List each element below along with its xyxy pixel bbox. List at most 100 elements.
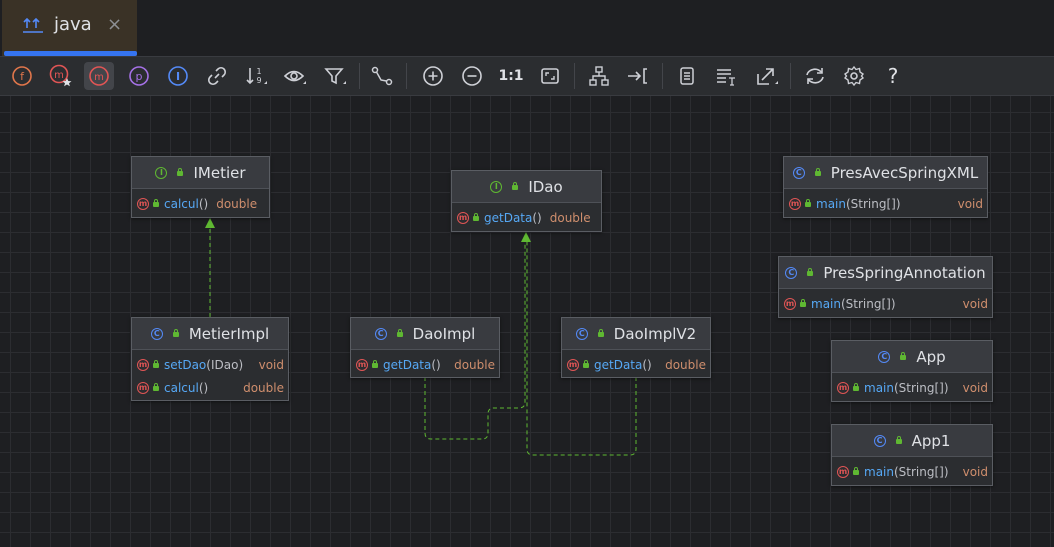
close-icon[interactable]: × bbox=[107, 14, 123, 35]
export-icon bbox=[757, 68, 778, 85]
class-icon: C bbox=[878, 350, 891, 363]
method-params: () bbox=[198, 196, 209, 211]
node-metierimpl[interactable]: C MetierImpl m setDao(IDao) void m calcu… bbox=[131, 317, 289, 401]
properties-icon: p bbox=[129, 66, 149, 86]
svg-text:1: 1 bbox=[256, 67, 261, 76]
member-row[interactable]: m main(String[]) void bbox=[784, 192, 987, 215]
method-icon: m bbox=[837, 381, 849, 394]
methods-icon: m bbox=[89, 66, 109, 86]
refresh-button[interactable] bbox=[800, 62, 830, 90]
method-icon: m bbox=[137, 358, 149, 371]
node-presspringannotation[interactable]: C PresSpringAnnotation m main(String[]) … bbox=[778, 256, 993, 318]
link-icon bbox=[207, 66, 227, 86]
toolbar-separator bbox=[790, 63, 791, 89]
node-daoimplv2[interactable]: C DaoImplV2 m getData() double bbox=[561, 317, 711, 378]
tab-label: java bbox=[54, 14, 92, 35]
member-row[interactable]: m main(String[]) void bbox=[779, 292, 992, 315]
node-app[interactable]: C App m main(String[]) void bbox=[831, 340, 993, 402]
help-icon: ? bbox=[887, 64, 899, 88]
node-presavecspringxml[interactable]: C PresAvecSpringXML m main(String[]) voi… bbox=[783, 156, 988, 218]
public-lock-icon bbox=[583, 360, 589, 368]
zoom-out-button[interactable] bbox=[457, 62, 487, 90]
tab-java-diagram[interactable]: java × bbox=[2, 0, 137, 56]
show-properties-button[interactable]: p bbox=[124, 62, 154, 90]
refresh-icon bbox=[806, 68, 824, 84]
return-type: double bbox=[454, 357, 495, 372]
method-name: calcul bbox=[164, 196, 199, 211]
node-header: C PresSpringAnnotation bbox=[779, 257, 992, 289]
public-lock-icon bbox=[396, 329, 403, 337]
svg-text:m: m bbox=[54, 70, 64, 81]
member-row[interactable]: m getData() double bbox=[452, 206, 601, 229]
actual-size-button[interactable]: 1:1 bbox=[496, 62, 526, 90]
member-row[interactable]: m main(String[]) void bbox=[832, 376, 992, 399]
member-row[interactable]: m calcul() double bbox=[132, 376, 288, 399]
zoom-in-icon bbox=[423, 66, 443, 86]
method-name: main bbox=[811, 296, 841, 311]
node-app1[interactable]: C App1 m main(String[]) void bbox=[831, 424, 993, 486]
node-header: C App bbox=[832, 341, 992, 373]
node-title: IDao bbox=[528, 177, 563, 196]
active-tab-indicator bbox=[4, 51, 137, 56]
method-params: (String[]) bbox=[845, 196, 901, 211]
show-methods-button[interactable]: m bbox=[84, 62, 114, 90]
member-row[interactable]: m getData() double bbox=[351, 353, 499, 376]
node-idao[interactable]: I IDao m getData() double bbox=[451, 170, 602, 232]
return-type: double bbox=[549, 210, 591, 225]
show-description-button[interactable] bbox=[712, 62, 742, 90]
return-type: double bbox=[665, 357, 706, 372]
show-inherited-methods-button[interactable]: m bbox=[46, 62, 76, 90]
method-icon: m bbox=[457, 211, 469, 224]
method-params: (String[]) bbox=[893, 464, 949, 479]
method-name: getData bbox=[383, 357, 432, 372]
member-row[interactable]: m main(String[]) void bbox=[832, 460, 992, 483]
filter-button[interactable] bbox=[320, 62, 350, 90]
public-lock-icon bbox=[153, 360, 159, 368]
public-lock-icon bbox=[853, 383, 859, 391]
uml-diagram-icon bbox=[23, 17, 43, 33]
member-row[interactable]: m getData() double bbox=[562, 353, 710, 376]
member-row[interactable]: m setDao(IDao) void bbox=[132, 353, 288, 376]
navigate-button[interactable] bbox=[623, 62, 653, 90]
public-lock-icon bbox=[900, 352, 907, 360]
sort-icon: 1 9 bbox=[246, 67, 267, 85]
node-daoimpl[interactable]: C DaoImpl m getData() double bbox=[350, 317, 500, 378]
settings-button[interactable] bbox=[839, 62, 869, 90]
copy-diagram-button[interactable] bbox=[672, 62, 702, 90]
apply-layout-button[interactable] bbox=[584, 62, 614, 90]
fit-content-button[interactable] bbox=[535, 62, 565, 90]
public-lock-icon bbox=[372, 360, 378, 368]
inherited-methods-icon: m bbox=[49, 64, 72, 87]
visibility-button[interactable] bbox=[280, 62, 310, 90]
public-lock-icon bbox=[807, 268, 814, 276]
public-lock-icon bbox=[512, 182, 519, 190]
help-button[interactable]: ? bbox=[878, 62, 908, 90]
export-button[interactable] bbox=[752, 62, 782, 90]
gear-icon bbox=[843, 65, 865, 87]
edge-routing-button[interactable] bbox=[367, 62, 397, 90]
editor-tab-bar: java × bbox=[0, 0, 1054, 56]
diagram-toolbar: f m m p I bbox=[0, 56, 1054, 96]
node-title: MetierImpl bbox=[188, 324, 270, 343]
public-lock-icon bbox=[473, 213, 479, 221]
public-lock-icon bbox=[177, 168, 184, 176]
public-lock-icon bbox=[805, 199, 811, 207]
class-icon: C bbox=[873, 434, 886, 447]
return-type: double bbox=[216, 196, 258, 211]
public-lock-icon bbox=[800, 299, 806, 307]
node-title: PresAvecSpringXML bbox=[830, 163, 979, 182]
sort-button[interactable]: 1 9 bbox=[241, 62, 271, 90]
show-fields-button[interactable]: f bbox=[7, 62, 37, 90]
diagram-edges bbox=[205, 218, 637, 456]
zoom-in-button[interactable] bbox=[418, 62, 448, 90]
member-row[interactable]: m calcul() double bbox=[132, 192, 269, 215]
method-name: calcul bbox=[164, 380, 199, 395]
show-dependencies-button[interactable] bbox=[202, 62, 232, 90]
show-inner-classes-button[interactable]: I bbox=[163, 62, 193, 90]
method-icon: m bbox=[137, 197, 149, 210]
return-type: void bbox=[258, 357, 284, 372]
method-params: (String[]) bbox=[840, 296, 896, 311]
node-imetier[interactable]: I IMetier m calcul() double bbox=[131, 156, 270, 218]
diagram-canvas[interactable]: I IMetier m calcul() double I IDao m get… bbox=[0, 96, 1054, 547]
node-title: App1 bbox=[911, 431, 951, 450]
